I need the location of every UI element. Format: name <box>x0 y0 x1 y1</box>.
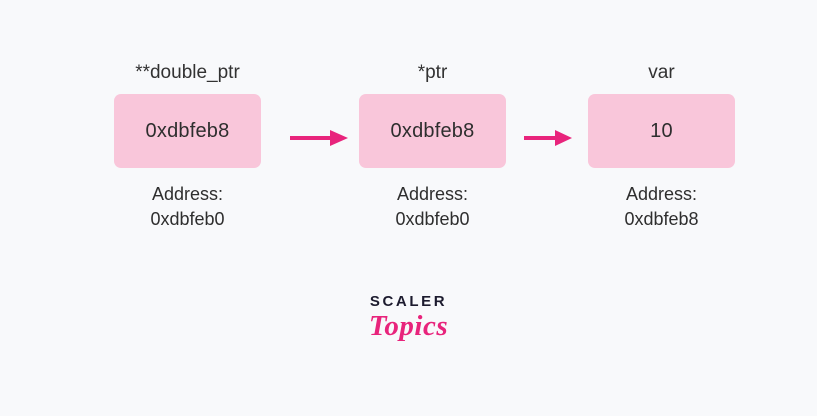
node-address-var: Address: 0xdbfeb8 <box>588 182 735 232</box>
scaler-topics-logo: SCALER Topics <box>0 293 817 342</box>
node-double-ptr: **double_ptr 0xdbfeb8 Address: 0xdbfeb0 <box>114 62 261 232</box>
address-value: 0xdbfeb0 <box>395 209 470 229</box>
arrow-right-icon-double-ptr-to-ptr <box>290 130 348 146</box>
logo-wordmark-scaler: SCALER <box>369 293 448 310</box>
address-caption: Address: <box>151 184 224 204</box>
address-caption: Address: <box>625 184 698 204</box>
node-value-ptr: 0xdbfeb8 <box>390 119 475 142</box>
node-address-double-ptr: Address: 0xdbfeb0 <box>114 182 261 232</box>
node-value-var: 10 <box>650 119 673 142</box>
node-value-double-ptr: 0xdbfeb8 <box>145 119 230 142</box>
node-ptr: *ptr 0xdbfeb8 Address: 0xdbfeb0 <box>359 62 506 232</box>
node-address-ptr: Address: 0xdbfeb0 <box>359 182 506 232</box>
node-label-var: var <box>648 62 675 83</box>
address-value: 0xdbfeb8 <box>624 209 699 229</box>
node-label-double-ptr: **double_ptr <box>135 62 240 83</box>
address-value: 0xdbfeb0 <box>150 209 225 229</box>
arrow-right-icon-ptr-to-var <box>524 130 572 146</box>
node-var: var 10 Address: 0xdbfeb8 <box>588 62 735 232</box>
node-label-ptr: *ptr <box>417 62 448 83</box>
node-box-var: 10 <box>588 94 735 168</box>
node-box-ptr: 0xdbfeb8 <box>359 94 506 168</box>
node-box-double-ptr: 0xdbfeb8 <box>114 94 261 168</box>
address-caption: Address: <box>396 184 469 204</box>
logo-wordmark-topics: Topics <box>368 310 449 342</box>
